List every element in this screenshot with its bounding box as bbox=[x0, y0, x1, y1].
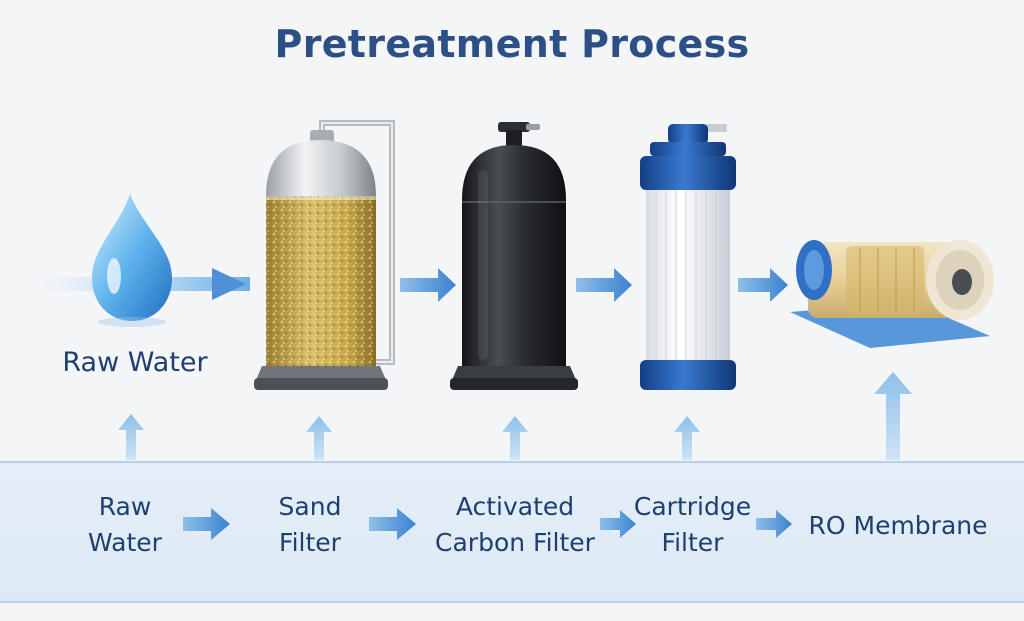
raw-water-caption: Raw Water bbox=[62, 347, 208, 378]
up-arrow-icon bbox=[502, 416, 528, 460]
activated-carbon-tank-icon bbox=[450, 122, 578, 390]
flow-arrow-icon bbox=[212, 268, 246, 300]
step-label-line1: Raw bbox=[98, 492, 152, 521]
step-label-line2: Water bbox=[88, 528, 162, 557]
page-title: Pretreatment Process bbox=[274, 22, 750, 66]
flow-arrow-icon bbox=[576, 268, 632, 302]
up-arrow-icon bbox=[674, 416, 700, 460]
step-ro-membrane: RO Membrane bbox=[796, 508, 1000, 544]
step-label-line1: RO Membrane bbox=[808, 511, 988, 540]
step-label-line2: Filter bbox=[279, 528, 341, 557]
step-label-line2: Carbon Filter bbox=[435, 528, 595, 557]
step-cartridge-filter: Cartridge Filter bbox=[625, 489, 760, 561]
flow-arrow-icon bbox=[400, 268, 456, 302]
step-label-line2: Filter bbox=[661, 528, 724, 557]
step-raw-water: Raw Water bbox=[60, 489, 190, 561]
up-arrow-icon bbox=[874, 372, 912, 460]
ro-membrane-icon bbox=[790, 240, 994, 348]
sand-filter-tank-icon bbox=[254, 120, 395, 390]
step-label-line1: Sand bbox=[278, 492, 342, 521]
process-steps-band bbox=[0, 461, 1024, 603]
step-label-line1: Cartridge bbox=[633, 492, 752, 521]
up-arrow-icon bbox=[118, 414, 144, 460]
water-drop-icon bbox=[40, 194, 250, 327]
up-arrow-icon bbox=[306, 416, 332, 460]
step-activated-carbon-filter: Activated Carbon Filter bbox=[420, 489, 610, 561]
flow-arrow-icon bbox=[738, 268, 788, 302]
cartridge-filter-icon bbox=[640, 124, 736, 390]
feed-arrows bbox=[118, 372, 912, 460]
step-sand-filter: Sand Filter bbox=[245, 489, 375, 561]
step-label-line1: Activated bbox=[455, 492, 575, 521]
